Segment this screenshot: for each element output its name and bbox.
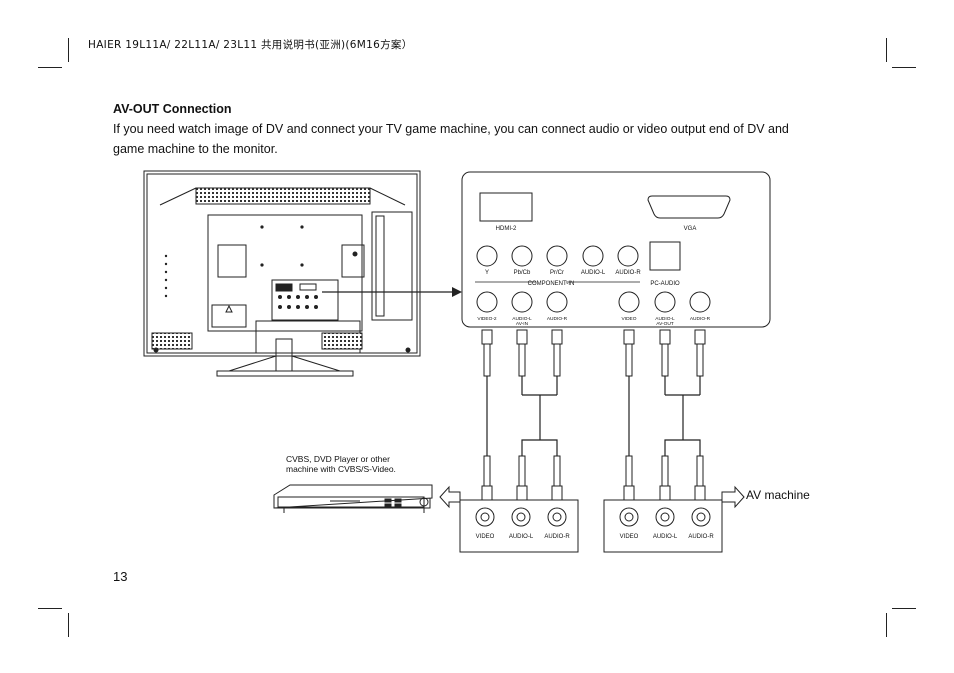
box-left-video: VIDEO bbox=[476, 534, 495, 540]
pbcb-label: Pb/Cb bbox=[514, 270, 531, 276]
audio-r-in-label: AUDIO-R bbox=[547, 316, 568, 322]
video2-label: VIDEO-2 bbox=[477, 316, 497, 322]
av-out-label: AV-OUT bbox=[656, 321, 674, 327]
device-caption-line2: machine with CVBS/S-Video. bbox=[286, 464, 396, 474]
video-out-label: VIDEO bbox=[622, 316, 637, 322]
tv-back-illustration bbox=[143, 170, 421, 377]
hdmi-port bbox=[479, 192, 533, 222]
box-left-audio-l: AUDIO-L bbox=[509, 534, 534, 540]
terminal-panel bbox=[461, 171, 771, 328]
panel-jacks-row1 bbox=[476, 241, 681, 271]
device-box-left bbox=[459, 499, 579, 553]
panel-jacks-row2 bbox=[476, 291, 711, 313]
crop-mark bbox=[38, 608, 62, 609]
audio-l-avout-label: AUDIO-L bbox=[655, 316, 675, 322]
vga-label: VGA bbox=[684, 226, 697, 232]
audio-l-avin-label: AUDIO-L bbox=[512, 316, 532, 322]
double-arrow-left bbox=[439, 485, 461, 509]
crop-mark bbox=[38, 67, 62, 68]
section-title: AV-OUT Connection bbox=[113, 102, 232, 116]
y-label: Y bbox=[485, 270, 489, 276]
av-in-label: AV-IN bbox=[516, 321, 529, 327]
tv-small-dots bbox=[153, 225, 411, 353]
prcr-label: Pr/Cr bbox=[550, 270, 564, 276]
box-right-audio-l: AUDIO-L bbox=[653, 534, 678, 540]
rca-plugs-bottom bbox=[481, 455, 706, 501]
double-arrow-right bbox=[721, 485, 745, 509]
box-left-audio-r: AUDIO-R bbox=[544, 534, 570, 540]
vga-port bbox=[647, 195, 731, 219]
crop-mark bbox=[892, 67, 916, 68]
hdmi-label: HDMI-2 bbox=[496, 226, 517, 232]
box-right-audio-r: AUDIO-R bbox=[688, 534, 714, 540]
crop-mark bbox=[886, 38, 887, 62]
crop-mark bbox=[68, 38, 69, 62]
rca-plugs-top bbox=[481, 329, 706, 377]
audio-l-label: AUDIO-L bbox=[581, 270, 606, 276]
audio-r-label: AUDIO-R bbox=[615, 270, 641, 276]
section-body: If you need watch image of DV and connec… bbox=[113, 122, 789, 156]
crop-mark bbox=[892, 608, 916, 609]
pc-audio-label: PC-AUDIO bbox=[650, 281, 680, 287]
dvd-player-illustration bbox=[273, 484, 433, 513]
running-header: HAIER 19L11A/ 22L11A/ 23L11 共用说明书(亚洲)(6M… bbox=[88, 39, 413, 51]
av-machine-label: AV machine bbox=[746, 488, 810, 502]
device-caption-line1: CVBS, DVD Player or other bbox=[286, 454, 390, 464]
page-number: 13 bbox=[113, 569, 128, 584]
device-box-right bbox=[603, 499, 723, 553]
crop-mark bbox=[68, 613, 69, 637]
rca-cables bbox=[486, 376, 701, 456]
box-right-video: VIDEO bbox=[620, 534, 639, 540]
crop-mark bbox=[886, 613, 887, 637]
audio-r-out-label: AUDIO-R bbox=[690, 316, 711, 322]
component-in-label: COMPONENT-IN bbox=[528, 281, 575, 287]
